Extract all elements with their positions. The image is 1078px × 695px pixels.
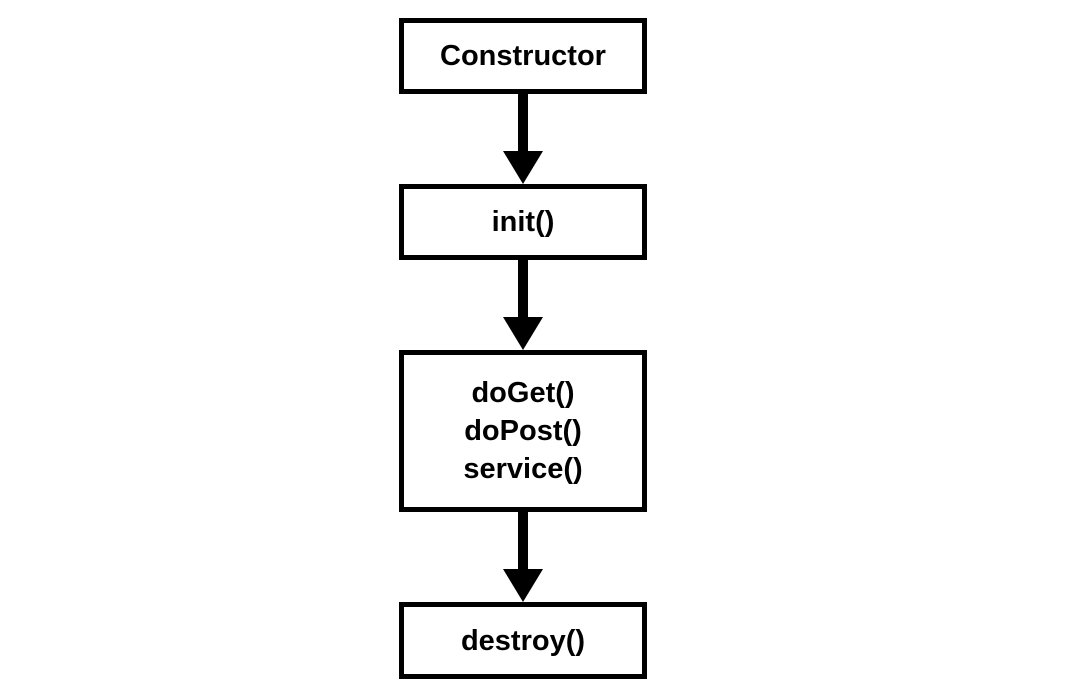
service-label: service() bbox=[463, 453, 583, 485]
arrow-shaft bbox=[518, 512, 528, 570]
arrow-shaft bbox=[518, 94, 528, 152]
arrow-constructor-to-init bbox=[503, 94, 543, 184]
request-handlers-node: doGet() doPost() service() bbox=[399, 350, 647, 512]
dopost-label: doPost() bbox=[464, 415, 582, 447]
arrow-head bbox=[503, 317, 543, 350]
arrow-handlers-to-destroy bbox=[503, 512, 543, 602]
arrow-init-to-handlers bbox=[503, 260, 543, 350]
init-node: init() bbox=[399, 184, 647, 260]
arrow-head bbox=[503, 569, 543, 602]
init-label: init() bbox=[491, 206, 555, 238]
constructor-label: Constructor bbox=[440, 40, 606, 72]
arrow-shaft bbox=[518, 260, 528, 318]
arrow-head bbox=[503, 151, 543, 184]
destroy-label: destroy() bbox=[460, 624, 586, 657]
doget-label: doGet() bbox=[471, 377, 575, 409]
constructor-node: Constructor bbox=[399, 18, 647, 94]
destroy-node: destroy() bbox=[399, 602, 647, 679]
